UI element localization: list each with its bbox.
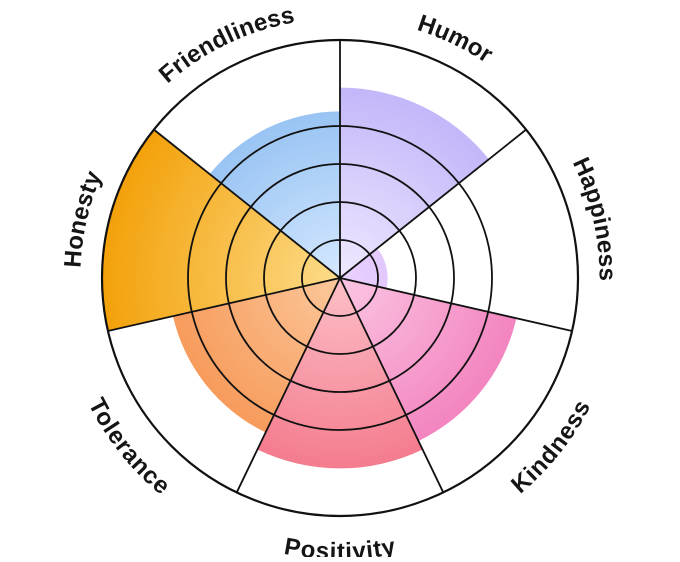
category-label-happiness: Happiness bbox=[567, 153, 621, 281]
wedge-positivity bbox=[257, 278, 423, 469]
category-label-positivity: Positivity bbox=[282, 533, 398, 557]
category-label-friendliness: Friendliness bbox=[154, 1, 297, 88]
category-label-kindness: Kindness bbox=[506, 395, 596, 498]
spoke-line bbox=[235, 277, 341, 493]
wedge-kindness bbox=[340, 278, 517, 441]
grid-layer bbox=[100, 38, 580, 518]
spoke-line bbox=[339, 277, 445, 493]
category-label-honesty: Honesty bbox=[59, 166, 107, 268]
category-label-humor: Humor bbox=[414, 10, 498, 69]
spoke-line bbox=[339, 277, 573, 332]
wedge-honesty bbox=[102, 129, 340, 331]
category-label-tolerance: Tolerance bbox=[83, 394, 175, 500]
wedge-friendliness bbox=[209, 111, 340, 279]
spoke-line bbox=[153, 128, 341, 279]
spoke-line bbox=[339, 128, 527, 279]
wedge-humor bbox=[340, 87, 489, 278]
spoke-line bbox=[107, 277, 341, 332]
wedge-happiness bbox=[340, 248, 388, 289]
